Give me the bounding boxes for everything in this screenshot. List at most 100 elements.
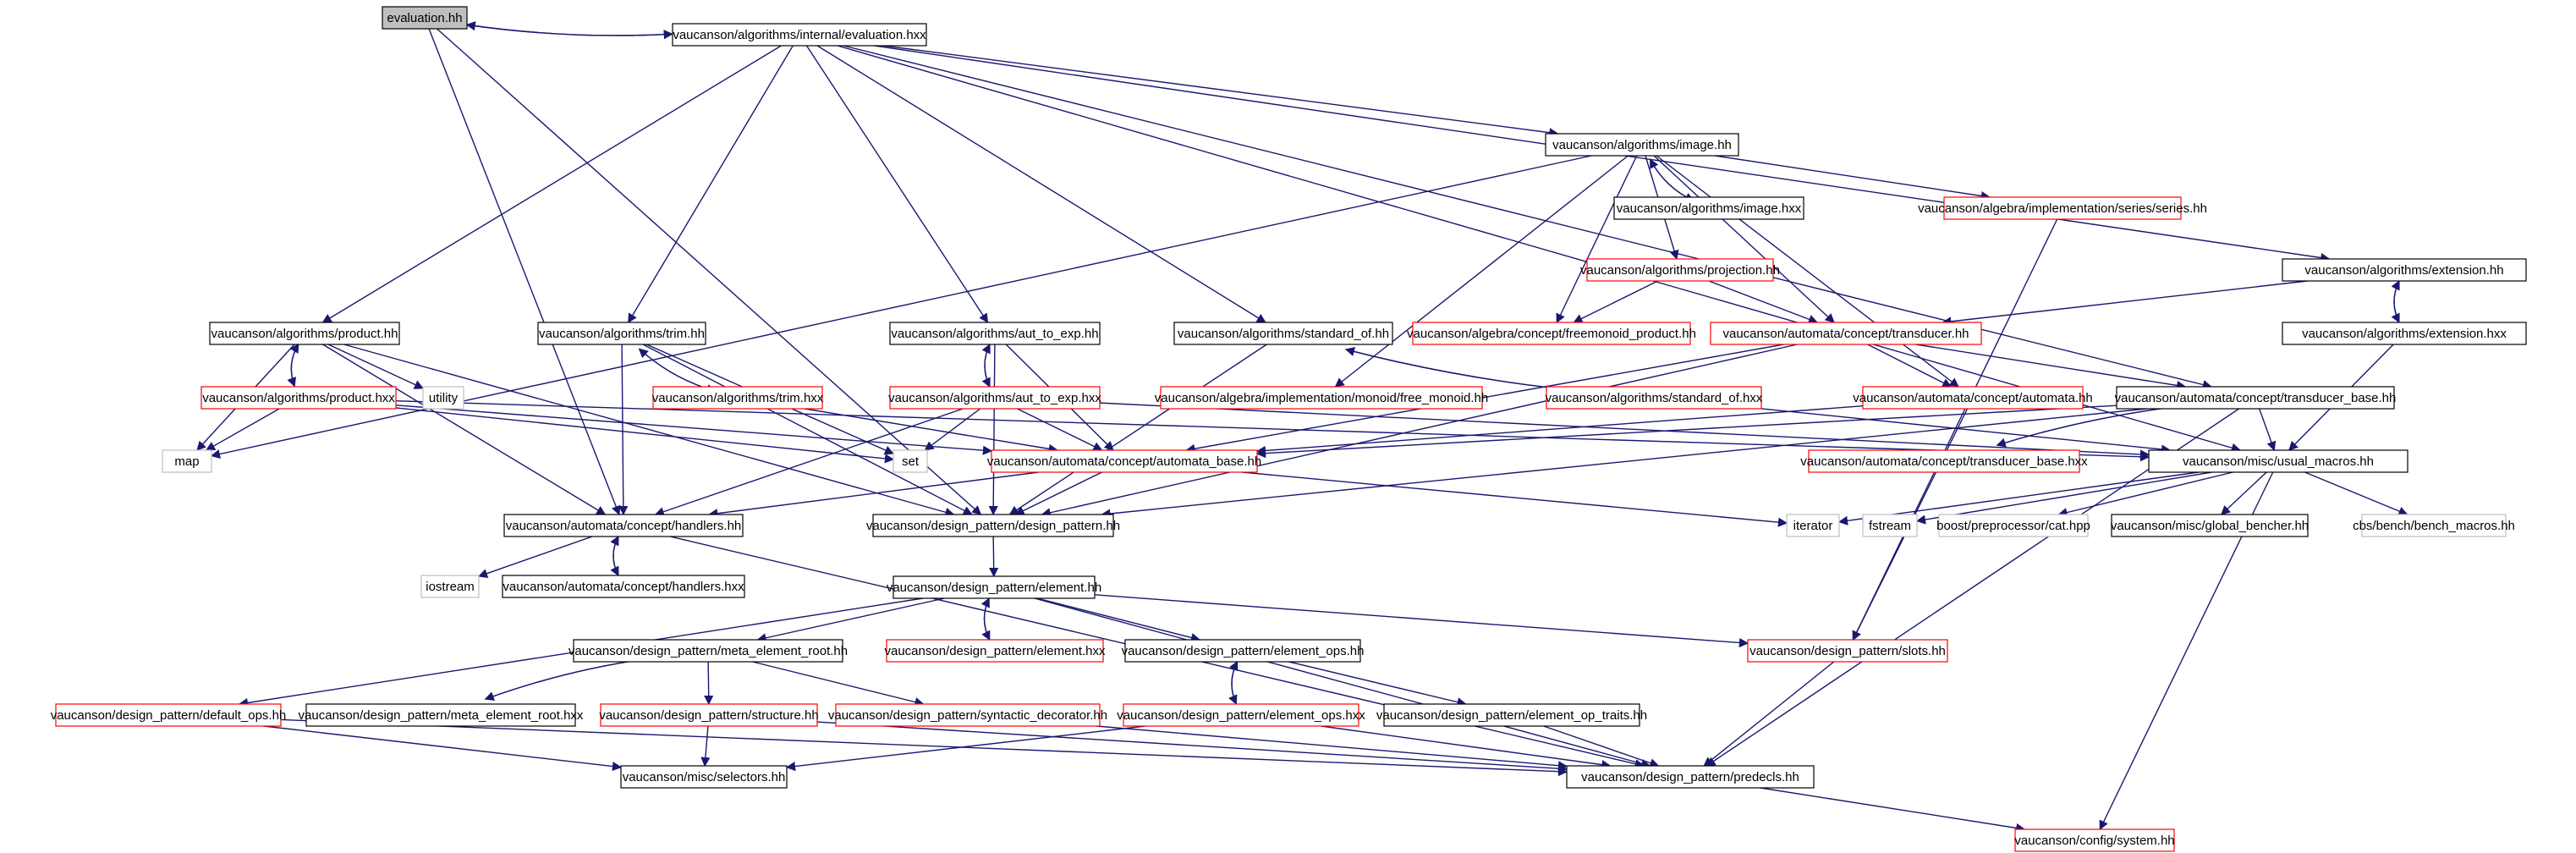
file-node[interactable]: vaucanson/automata/concept/automata_base… <box>987 449 1261 473</box>
edge-n13-to-n20 <box>1867 344 1953 388</box>
file-node[interactable]: map <box>162 449 212 473</box>
file-node[interactable]: vaucanson/automata/concept/transducer.hh <box>1710 322 1982 345</box>
edge-n27-to-n34 <box>477 536 593 579</box>
edge-n8-to-n28 <box>343 344 955 517</box>
file-node[interactable]: vaucanson/design_pattern/design_pattern.… <box>866 514 1120 537</box>
node-label: cbs/bench/bench_macros.hh <box>2353 519 2515 533</box>
file-node[interactable]: vaucanson/automata/concept/automata.hh <box>1853 386 2093 410</box>
node-box <box>889 386 1101 410</box>
file-node[interactable]: vaucanson/design_pattern/slots.hh <box>1747 639 1948 663</box>
file-node[interactable]: vaucanson/design_pattern/meta_element_ro… <box>299 703 584 727</box>
file-node[interactable]: boost/preprocessor/cat.hpp <box>1936 514 2090 537</box>
edge-n14-to-n22 <box>205 408 280 451</box>
file-node[interactable]: vaucanson/misc/usual_macros.hh <box>2148 449 2408 473</box>
file-node[interactable]: vaucanson/algebra/implementation/series/… <box>1918 196 2207 220</box>
node-box <box>889 322 1101 345</box>
file-node[interactable]: vaucanson/algorithms/standard_of.hh <box>1173 322 1393 345</box>
dependency-edges <box>196 21 2408 833</box>
file-node[interactable]: vaucanson/design_pattern/element_ops.hxx <box>1117 703 1365 727</box>
file-node[interactable]: iterator <box>1786 514 1840 537</box>
edge-n13-to-n28 <box>1041 344 1798 518</box>
edge-n5-to-n13 <box>1708 280 1819 324</box>
file-node[interactable]: vaucanson/algorithms/aut_to_exp.hh <box>889 322 1101 345</box>
file-node[interactable]: vaucanson/automata/concept/handlers.hh <box>503 514 744 537</box>
file-node[interactable]: set <box>893 449 928 473</box>
file-node[interactable]: vaucanson/design_pattern/element_op_trai… <box>1376 703 1647 727</box>
node-box <box>2282 258 2527 282</box>
edge-n24-to-n28 <box>1014 471 1102 515</box>
node-box <box>200 386 397 410</box>
node-box <box>1613 196 1804 220</box>
edge-n2-to-n13 <box>1653 155 1835 323</box>
file-node[interactable]: vaucanson/algorithms/aut_to_exp.hxx <box>888 386 1101 410</box>
file-node[interactable]: iostream <box>420 575 480 598</box>
node-box <box>382 6 468 30</box>
file-node[interactable]: vaucanson/algorithms/product.hxx <box>200 386 397 410</box>
node-box <box>1173 322 1393 345</box>
node-box <box>209 322 400 345</box>
file-node[interactable]: vaucanson/config/system.hh <box>2014 828 2175 852</box>
file-node[interactable]: vaucanson/misc/global_bencher.hh <box>2111 514 2309 537</box>
node-label: boost/preprocessor/cat.hpp <box>1936 519 2090 533</box>
file-node[interactable]: vaucanson/algebra/concept/freemonoid_pro… <box>1407 322 1696 345</box>
file-node[interactable]: vaucanson/design_pattern/element.hh <box>887 575 1101 599</box>
node-box <box>573 639 843 663</box>
file-node[interactable]: vaucanson/design_pattern/predecls.hh <box>1566 765 1815 789</box>
file-node[interactable]: vaucanson/automata/concept/handlers.hxx <box>502 575 745 598</box>
node-box <box>55 703 282 727</box>
edge-n42-to-n37 <box>485 652 662 700</box>
file-node[interactable]: vaucanson/design_pattern/syntactic_decor… <box>828 703 1107 727</box>
file-node[interactable]: vaucanson/design_pattern/meta_element_ro… <box>568 639 848 663</box>
edge-n21-to-n24 <box>1255 404 2117 459</box>
node-box <box>503 514 744 537</box>
file-node[interactable]: utility <box>422 386 464 410</box>
file-node[interactable]: vaucanson/algorithms/standard_of.hxx <box>1546 386 1763 410</box>
edge-n9-to-n28 <box>642 344 973 515</box>
node-box <box>1383 703 1640 727</box>
file-node[interactable]: cbs/bench/bench_macros.hh <box>2353 514 2515 537</box>
edge-n39-to-n46 <box>1288 661 1467 707</box>
node-label: vaucanson/algebra/concept/freemonoid_pro… <box>1407 327 1696 341</box>
edge-n24-to-n29 <box>1242 471 1788 527</box>
edge-n1-to-n2 <box>883 45 1559 138</box>
node-box <box>872 514 1114 537</box>
node-label: iostream <box>426 580 475 594</box>
edge-n1-to-n8 <box>321 45 782 323</box>
node-label: vaucanson/algebra/implementation/monoid/… <box>1155 391 1488 405</box>
file-node[interactable]: vaucanson/automata/concept/transducer_ba… <box>1800 449 2088 473</box>
file-node[interactable]: vaucanson/algorithms/extension.hh <box>2282 258 2527 282</box>
file-node[interactable]: vaucanson/algorithms/image.hh <box>1545 133 1739 157</box>
file-node[interactable]: vaucanson/misc/selectors.hh <box>620 765 788 789</box>
node-label: map <box>174 454 199 469</box>
file-node[interactable]: vaucanson/design_pattern/element_ops.hh <box>1122 639 1365 663</box>
file-node[interactable]: vaucanson/algorithms/internal/evaluation… <box>672 23 927 47</box>
edge-n43-to-n47 <box>700 725 711 768</box>
file-node[interactable]: vaucanson/algorithms/image.hxx <box>1613 196 1804 220</box>
file-node[interactable]: fstream <box>1862 514 1918 537</box>
file-node[interactable]: vaucanson/design_pattern/structure.hh <box>599 703 819 727</box>
file-node[interactable]: vaucanson/algorithms/extension.hxx <box>2282 322 2527 345</box>
edge-n8-to-n27 <box>322 344 607 515</box>
edge-n2-to-n18 <box>1334 155 1629 388</box>
file-node[interactable]: vaucanson/algorithms/trim.hxx <box>652 386 824 410</box>
file-node[interactable]: vaucanson/algorithms/trim.hh <box>537 322 706 345</box>
file-node[interactable]: vaucanson/algorithms/projection.hh <box>1580 258 1780 282</box>
file-node[interactable]: vaucanson/algebra/implementation/monoid/… <box>1155 386 1488 410</box>
file-node[interactable]: vaucanson/design_pattern/default_ops.hh <box>51 703 287 727</box>
file-node[interactable]: vaucanson/design_pattern/element.hxx <box>884 639 1106 663</box>
edge-n1-to-n21 <box>843 45 2212 389</box>
edge-n26-to-n31 <box>2057 471 2233 518</box>
node-label: vaucanson/misc/global_bencher.hh <box>2111 519 2309 533</box>
node-label: vaucanson/automata/concept/automata.hh <box>1853 391 2093 405</box>
node-label: fstream <box>1869 519 1911 533</box>
edge-n14-to-n23 <box>395 407 895 464</box>
edge-n1-to-n9 <box>628 45 794 323</box>
edge-n17-to-n26 <box>1099 402 2150 460</box>
edge-n17-to-n27 <box>654 408 964 517</box>
edge-n36-to-n37 <box>756 597 945 643</box>
node-box <box>835 703 1101 727</box>
file-node[interactable]: vaucanson/automata/concept/transducer_ba… <box>2115 386 2397 410</box>
edge-n36-to-n40 <box>1094 594 1749 648</box>
file-node[interactable]: vaucanson/algorithms/product.hh <box>209 322 400 345</box>
node-label: vaucanson/algorithms/standard_of.hh <box>1178 327 1389 341</box>
